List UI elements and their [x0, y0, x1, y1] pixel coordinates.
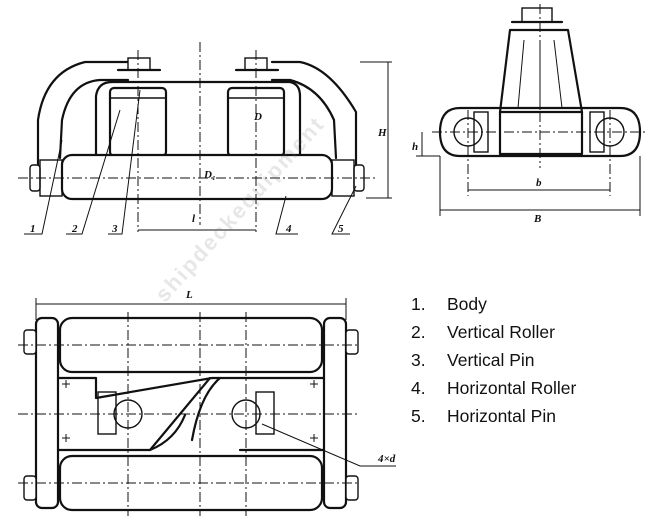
legend-item-vertical-roller: 2. Vertical Roller [411, 318, 576, 346]
callout-leader-1 [24, 139, 63, 235]
side-top-nut [521, 7, 553, 23]
legend-label: Body [447, 294, 487, 314]
front-view [18, 42, 392, 235]
callout-5: 5 [338, 223, 344, 235]
callout-leader-4 [275, 195, 298, 235]
plan-nut-bl [23, 475, 37, 501]
dim-label-D1: D₁ [203, 169, 216, 181]
legend-label: Vertical Pin [447, 350, 535, 370]
plan-plate-right [255, 391, 275, 435]
plan-nut-tl [23, 329, 37, 355]
legend-number: 4. [411, 378, 426, 398]
dim-label-l: l [192, 213, 196, 225]
plan-side-frame-left [34, 316, 60, 510]
front-top-bolt-left [127, 57, 151, 71]
legend-item-body: 1. Body [411, 290, 576, 318]
front-inner-frame [94, 80, 302, 157]
dim-label-D: D [253, 111, 262, 123]
front-body-outer [36, 60, 358, 177]
callout-leader-2 [66, 109, 121, 235]
plan-frame-top [56, 376, 326, 400]
callout-leader-5 [331, 185, 357, 235]
legend-number: 5. [411, 406, 426, 426]
dim-label-L: L [185, 289, 193, 301]
plan-view [18, 298, 396, 516]
callout-1: 1 [30, 223, 36, 235]
plan-plate-left [97, 391, 117, 435]
legend-item-horizontal-roller: 4. Horizontal Roller [411, 374, 576, 402]
plan-nut-br [345, 475, 359, 501]
plan-nut-tr [345, 329, 359, 355]
dim-label-h: h [412, 141, 418, 153]
dim-label-B: B [533, 213, 541, 225]
side-tower-outline [498, 28, 584, 114]
side-base-plate [438, 106, 642, 158]
side-roller-line-3 [553, 39, 563, 109]
legend-item-horizontal-pin: 5. Horizontal Pin [411, 402, 576, 430]
dim-label-holes: 4×d [377, 453, 396, 465]
legend-label: Horizontal Roller [447, 378, 577, 398]
plan-frame-curve [148, 413, 187, 452]
legend-number: 1. [411, 294, 426, 314]
parts-legend: 1.Body 2.Vertical Roller 3.Vertical Pin … [411, 290, 576, 430]
legend-label: Vertical Roller [447, 322, 555, 342]
callout-2: 2 [71, 223, 78, 235]
callout-leader-holes [261, 423, 396, 467]
side-view [416, 4, 648, 216]
front-body-inner [58, 78, 338, 160]
dim-label-b: b [536, 177, 542, 189]
callout-leader-3 [108, 89, 141, 235]
side-roller-line-1 [517, 39, 525, 109]
side-tower-base [498, 110, 584, 156]
plan-frame-curve-2 [190, 376, 222, 442]
callout-3: 3 [111, 223, 118, 235]
legend-number: 3. [411, 350, 426, 370]
legend-item-vertical-pin: 3. Vertical Pin [411, 346, 576, 374]
plan-side-frame-right [322, 316, 348, 510]
legend-number: 2. [411, 322, 426, 342]
legend-label: Horizontal Pin [447, 406, 556, 426]
dim-label-H: H [377, 127, 387, 139]
callout-4: 4 [285, 223, 292, 235]
